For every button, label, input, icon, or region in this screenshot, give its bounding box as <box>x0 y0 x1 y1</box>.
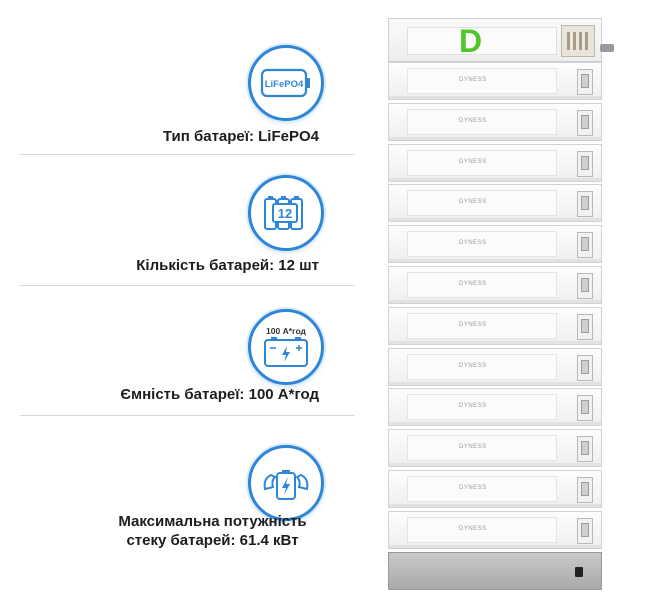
svg-text:LiFePO4: LiFePO4 <box>265 79 304 90</box>
module-front-panel <box>407 190 557 217</box>
module-brand: DYNESS <box>459 199 487 206</box>
module-brand: DYNESS <box>459 362 487 369</box>
module-terminal <box>577 477 593 503</box>
battery-module: DYNESS <box>388 347 602 386</box>
module-front-panel <box>407 516 557 543</box>
module-terminal <box>577 109 593 136</box>
battery-module: DYNESS <box>388 143 602 182</box>
module-brand: DYNESS <box>459 525 487 532</box>
svg-text:12: 12 <box>278 206 292 221</box>
lifepo4-battery-icon: LiFePO4 <box>248 45 324 121</box>
module-terminal <box>577 436 593 463</box>
spec-battery-type: LiFePO4 Тип батареї: LiFePO4 <box>0 0 355 150</box>
module-brand: DYNESS <box>459 444 487 451</box>
battery-count-icon: 12 <box>248 175 324 251</box>
battery-module: DYNESS <box>388 62 602 100</box>
module-brand: DYNESS <box>459 281 487 287</box>
side-handle <box>600 44 614 52</box>
module-front-panel <box>407 108 557 135</box>
module-brand: DYNESS <box>459 485 487 491</box>
battery-module: DYNESS <box>388 184 602 223</box>
module-front-panel <box>407 476 557 502</box>
module-terminal <box>577 313 593 340</box>
battery-capacity-icon: 100 А*год <box>248 309 324 385</box>
spec-battery-capacity: 100 А*год Ємність батареї: 100 А*год <box>0 285 355 415</box>
spec-battery-count-label: Кількість батарей: 12 шт <box>136 257 319 274</box>
stack-base <box>388 552 602 590</box>
spec-max-power-label-line1: Максимальна потужність <box>118 513 307 530</box>
battery-module: DYNESS <box>388 225 602 264</box>
module-brand: DYNESS <box>459 403 487 410</box>
divider <box>20 285 355 286</box>
module-brand: DYNESS <box>459 240 487 247</box>
module-front-panel <box>407 353 557 380</box>
module-brand: DYNESS <box>459 77 487 83</box>
module-terminal <box>577 395 593 422</box>
spec-max-power-label-line2: стеку батарей: 61.4 кВт <box>126 532 299 549</box>
module-brand: DYNESS <box>459 321 487 328</box>
power-switch <box>575 567 583 577</box>
module-front-panel <box>407 68 557 94</box>
spec-battery-type-label: Тип батареї: LiFePO4 <box>162 128 319 145</box>
spec-battery-count: 12 Кількість батарей: 12 шт <box>0 150 355 285</box>
spec-max-power: Максимальна потужність стеку батарей: 61… <box>0 415 355 600</box>
battery-module: DYNESS <box>388 429 602 468</box>
controller-module: D <box>388 18 602 62</box>
module-terminal <box>577 69 593 95</box>
battery-module: DYNESS <box>388 470 602 508</box>
battery-module: DYNESS <box>388 510 602 549</box>
divider <box>20 415 355 416</box>
battery-module: DYNESS <box>388 102 602 141</box>
module-terminal <box>577 232 593 259</box>
module-front-panel <box>407 394 557 421</box>
battery-power-icon <box>248 445 324 521</box>
module-front-panel <box>407 435 557 462</box>
module-front-panel <box>407 312 557 339</box>
controller-lid <box>407 27 557 55</box>
battery-stack-image: D DYNESS DYNESS DYNESS DYNESS DYNESS DYNESS DY… <box>388 18 614 590</box>
svg-text:100 А*год: 100 А*год <box>266 326 306 336</box>
spec-battery-capacity-label: Ємність батареї: 100 А*год <box>120 386 319 403</box>
brand-logo: D <box>459 23 483 59</box>
module-front-panel <box>407 149 557 176</box>
module-terminal <box>577 273 593 299</box>
battery-module: DYNESS <box>388 266 602 304</box>
module-terminal <box>577 150 593 177</box>
module-brand: DYNESS <box>459 117 487 124</box>
module-front-panel <box>407 272 557 298</box>
divider <box>20 154 355 155</box>
module-terminal <box>577 191 593 218</box>
controller-port <box>561 25 595 57</box>
module-brand: DYNESS <box>459 158 487 165</box>
module-front-panel <box>407 231 557 258</box>
module-terminal <box>577 517 593 544</box>
battery-module: DYNESS <box>388 306 602 345</box>
battery-module: DYNESS <box>388 388 602 427</box>
module-terminal <box>577 354 593 381</box>
